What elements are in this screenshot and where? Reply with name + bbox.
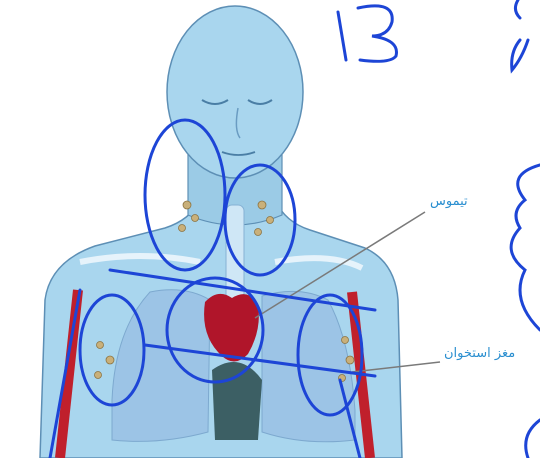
- ink-digit-3: [358, 6, 397, 61]
- heart: [212, 362, 262, 440]
- thymus-label: تیموس: [430, 194, 468, 209]
- head: [167, 6, 303, 178]
- bone-marrow-label: مغز استخوان: [444, 346, 515, 361]
- ink-digit-1: [338, 12, 346, 60]
- ink-scribble-top-right: [512, 0, 528, 70]
- ink-mark-bottom-right: [526, 420, 540, 458]
- body-illustration: [40, 6, 440, 458]
- ink-bracket-right: [511, 165, 540, 330]
